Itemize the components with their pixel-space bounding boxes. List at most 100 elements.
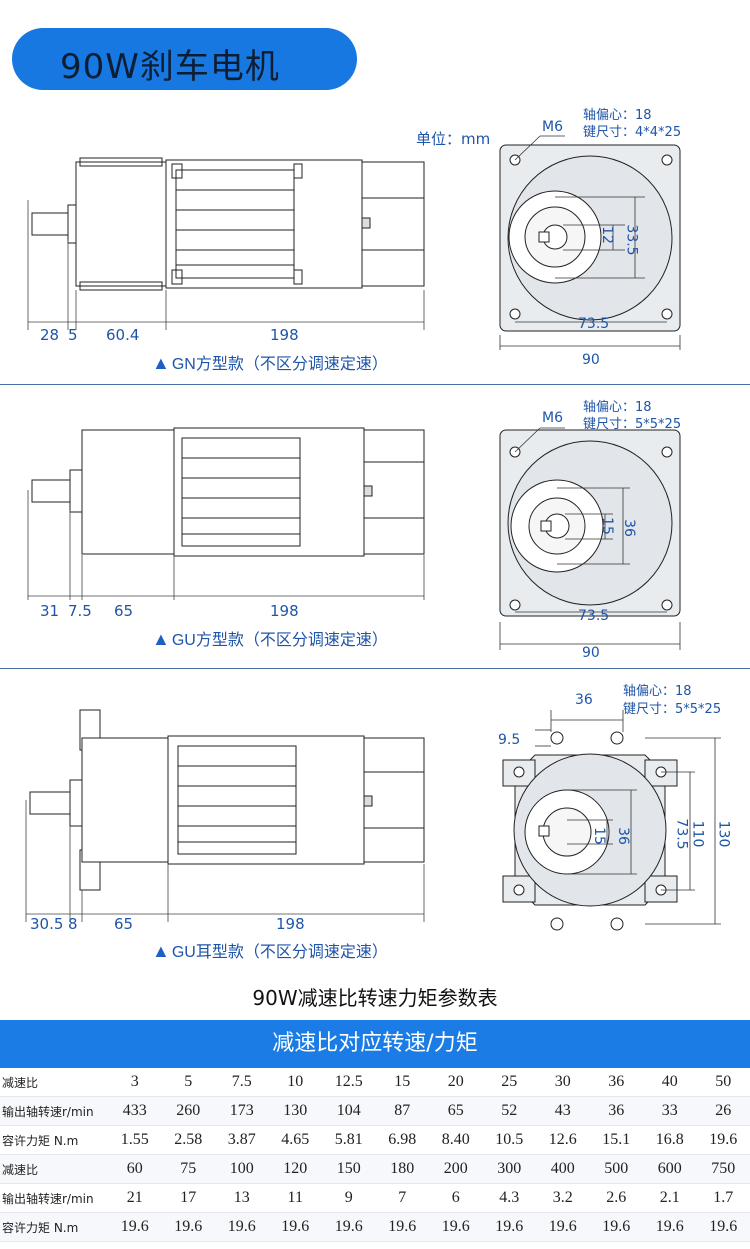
table-cell: 25 (482, 1068, 536, 1097)
table-cell: 5 (161, 1068, 215, 1097)
table-cell: 200 (429, 1154, 483, 1184)
table-cell: 433 (108, 1096, 162, 1126)
table-cell: 400 (536, 1154, 590, 1184)
gn-side-view-drawing (27, 157, 425, 330)
table-cell: 15 (375, 1068, 429, 1097)
table-cell: 19.6 (215, 1212, 269, 1242)
divider (0, 668, 750, 669)
gu-ear-h1: 110 (689, 820, 706, 848)
table-cell: 500 (589, 1154, 643, 1184)
table-cell: 1.7 (696, 1183, 750, 1213)
table-cell: 30 (536, 1068, 590, 1097)
table-cell: 33 (643, 1096, 697, 1126)
table-cell: 19.6 (322, 1212, 376, 1242)
table-cell: 260 (161, 1096, 215, 1126)
dim-motor: 198 (270, 602, 299, 620)
gn-key-label: 键尺寸：4*4*25 (583, 125, 682, 140)
row-label: 输出轴转速r/min (0, 1096, 108, 1126)
table-cell: 19.6 (108, 1212, 162, 1242)
table-cell: 87 (375, 1096, 429, 1126)
table-cell: 52 (482, 1096, 536, 1126)
table-cell: 180 (375, 1154, 429, 1184)
table-cell: 43 (536, 1096, 590, 1126)
table-cell: 3.87 (215, 1125, 269, 1155)
triangle-icon: ▲ (152, 629, 170, 649)
gu-width: 90 (582, 645, 600, 661)
table-cell: 19.6 (643, 1212, 697, 1242)
table-cell: 26 (696, 1096, 750, 1126)
table-cell: 173 (215, 1096, 269, 1126)
table-cell: 40 (643, 1068, 697, 1097)
table-cell: 75 (161, 1154, 215, 1184)
table-cell: 12.6 (536, 1125, 590, 1155)
gu-ear-h2: 130 (715, 820, 732, 848)
gu-ear-front-view-drawing (502, 710, 721, 931)
gu-pcd: 73.5 (578, 608, 610, 624)
gu-ear-key-label: 键尺寸：5*5*25 (623, 702, 722, 717)
table-cell: 1.55 (108, 1125, 162, 1155)
gu-ear-shaft-dia: 15 (590, 827, 607, 845)
gn-front-view-drawing (499, 135, 681, 350)
row-label: 减速比 (0, 1068, 108, 1097)
table-cell: 2.58 (161, 1125, 215, 1155)
table-title: 90W减速比转速力矩参数表 (252, 986, 498, 1010)
table-cell: 2.6 (589, 1183, 643, 1213)
table-cell: 12.5 (322, 1068, 376, 1097)
gu-key-label: 键尺寸：5*5*25 (583, 417, 682, 432)
table-cell: 9 (322, 1183, 376, 1213)
table-cell: 7 (375, 1183, 429, 1213)
table-cell: 19.6 (696, 1125, 750, 1155)
dim-motor: 198 (270, 326, 299, 344)
table-cell: 6 (429, 1183, 483, 1213)
row-label: 输出轴转速r/min (0, 1183, 108, 1213)
gu-ear-eccentric-label: 轴偏心：18 (623, 684, 692, 699)
gu-side-view-drawing (27, 427, 425, 600)
table-cell: 65 (429, 1096, 483, 1126)
table-cell: 19.6 (536, 1212, 590, 1242)
table-cell: 750 (696, 1154, 750, 1184)
table-cell: 20 (429, 1068, 483, 1097)
table-cell: 8.40 (429, 1125, 483, 1155)
table-cell: 36 (589, 1068, 643, 1097)
table-cell: 17 (161, 1183, 215, 1213)
table-cell: 36 (589, 1096, 643, 1126)
table-cell: 3.2 (536, 1183, 590, 1213)
table-cell: 15.1 (589, 1125, 643, 1155)
table-cell: 4.3 (482, 1183, 536, 1213)
title-banner (12, 28, 357, 90)
gu-ear-pcd: 73.5 (673, 818, 690, 850)
gu-ear-caption: ▲GU耳型款（不区分调速定速） (152, 941, 388, 961)
table-cell: 60 (108, 1154, 162, 1184)
dim-flange: 7.5 (68, 602, 92, 620)
table-cell: 7.5 (215, 1068, 269, 1097)
triangle-icon: ▲ (152, 941, 170, 961)
page-title: 90W刹车电机 (60, 47, 280, 87)
table-cell: 50 (696, 1068, 750, 1097)
table-cell: 11 (268, 1183, 322, 1213)
dim-shaft-length: 30.5 (30, 915, 64, 933)
gu-ear-side-view-drawing (25, 709, 425, 922)
gn-eccentric-label: 轴偏心：18 (583, 108, 652, 123)
table-cell: 100 (215, 1154, 269, 1184)
row-label: 减速比 (0, 1154, 108, 1184)
table-cell: 10 (268, 1068, 322, 1097)
table-cell: 19.6 (268, 1212, 322, 1242)
table-cell: 10.5 (482, 1125, 536, 1155)
table-cell: 600 (643, 1154, 697, 1184)
row-label: 容许力矩 N.m (0, 1125, 108, 1155)
gu-eccentric-label: 轴偏心：18 (583, 400, 652, 415)
table-cell: 13 (215, 1183, 269, 1213)
table-cell: 16.8 (643, 1125, 697, 1155)
triangle-icon: ▲ (152, 353, 170, 373)
gu-shaft-dia: 15 (598, 517, 615, 535)
table-cell: 3 (108, 1068, 162, 1097)
gn-boss-dia: 33.5 (623, 224, 640, 256)
gu-boss-dia: 36 (620, 519, 637, 537)
gu-thread-label: M6 (542, 410, 563, 426)
table-cell: 19.6 (589, 1212, 643, 1242)
